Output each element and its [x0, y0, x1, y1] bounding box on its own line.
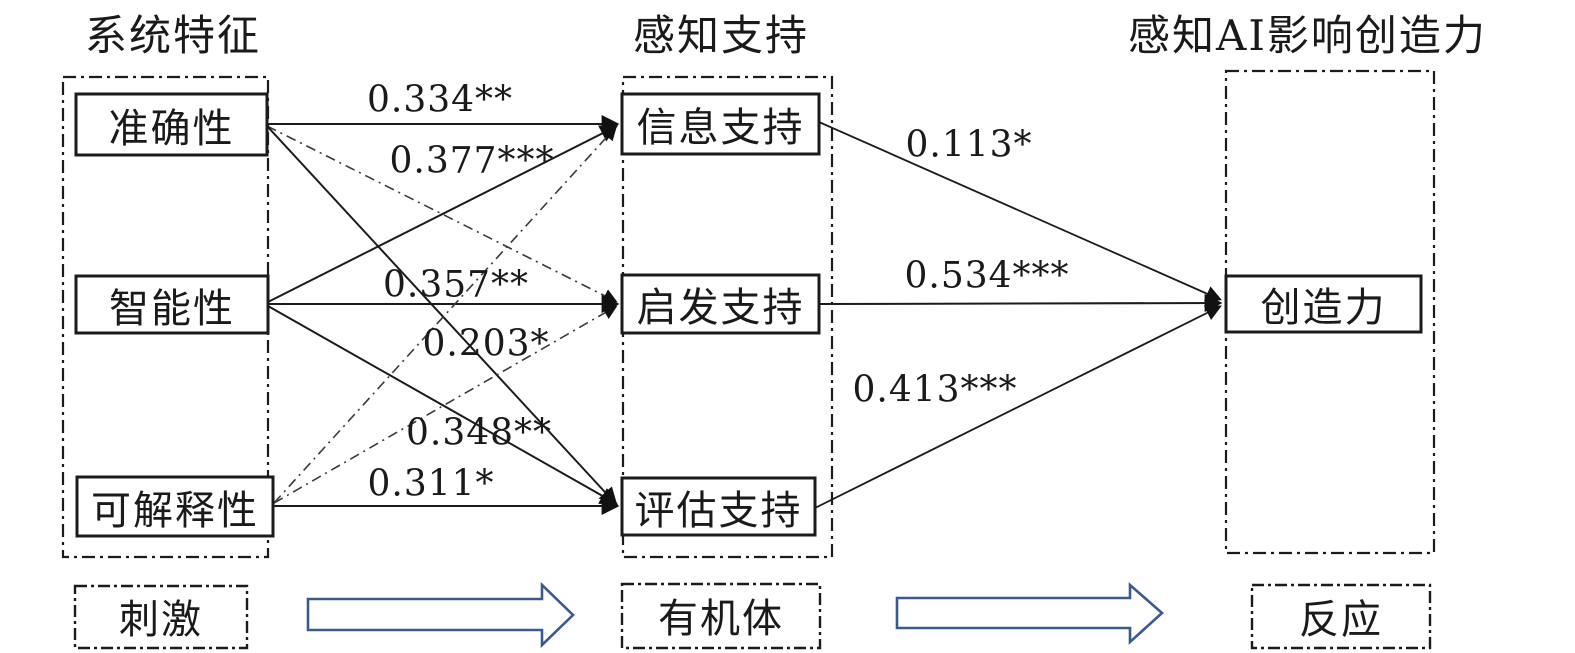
edge-evaluation-creativity	[814, 305, 1222, 509]
edge-accuracy-heuristic	[266, 125, 618, 303]
coef-intelligence-information: 0.377***	[389, 140, 555, 182]
block-arrow-organism-response	[895, 582, 1164, 645]
coef-intelligence-evaluation: 0.348**	[405, 412, 553, 454]
explainability-box	[75, 475, 275, 538]
block-arrow-stimulus-organism	[306, 581, 575, 649]
heuristic-support-box	[620, 273, 821, 335]
coef-heuristic-creativity: 0.534***	[904, 255, 1070, 297]
accuracy-label: 准确性	[108, 105, 235, 152]
response-label: 反应	[1299, 596, 1383, 643]
coef-explainability-evaluation: 0.311*	[367, 463, 495, 505]
information-support-box	[620, 92, 821, 156]
creativity-label: 创造力	[1260, 285, 1387, 331]
coef-accuracy-evaluation: 0.203*	[422, 323, 550, 365]
edge-information-creativity	[818, 121, 1222, 302]
edge-explainability-information	[273, 125, 617, 504]
stimulus-label: 刺激	[119, 597, 203, 643]
organism-box	[620, 582, 822, 650]
coef-intelligence-heuristic: 0.357**	[382, 264, 530, 306]
creativity-box	[1224, 274, 1423, 334]
column-title-perceived-support: 感知支持	[633, 11, 810, 60]
edge-intelligence-information	[267, 125, 619, 303]
organism-label: 有机体	[658, 596, 784, 642]
stimulus-box	[73, 584, 249, 650]
response-box	[1250, 583, 1432, 650]
coef-information-creativity: 0.113*	[905, 124, 1033, 166]
evaluation-support-box	[620, 476, 817, 537]
evaluation-support-label: 评估支持	[634, 487, 803, 534]
accuracy-box	[74, 92, 269, 157]
information-support-label: 信息支持	[636, 105, 805, 151]
heuristic-support-label: 启发支持	[636, 285, 805, 331]
intelligence-label: 智能性	[109, 285, 235, 332]
edge-accuracy-evaluation	[266, 125, 618, 506]
column-title-system-features: 系统特征	[85, 11, 262, 60]
intelligence-box	[74, 274, 270, 335]
column-title-ai-creativity: 感知AI影响创造力	[1128, 11, 1487, 60]
explainability-label: 可解释性	[91, 487, 259, 534]
edge-intelligence-evaluation	[267, 305, 619, 505]
edge-heuristic-creativity	[818, 294, 1223, 313]
coef-accuracy-information: 0.334**	[366, 79, 514, 121]
coef-evaluation-creativity: 0.413***	[852, 369, 1018, 411]
